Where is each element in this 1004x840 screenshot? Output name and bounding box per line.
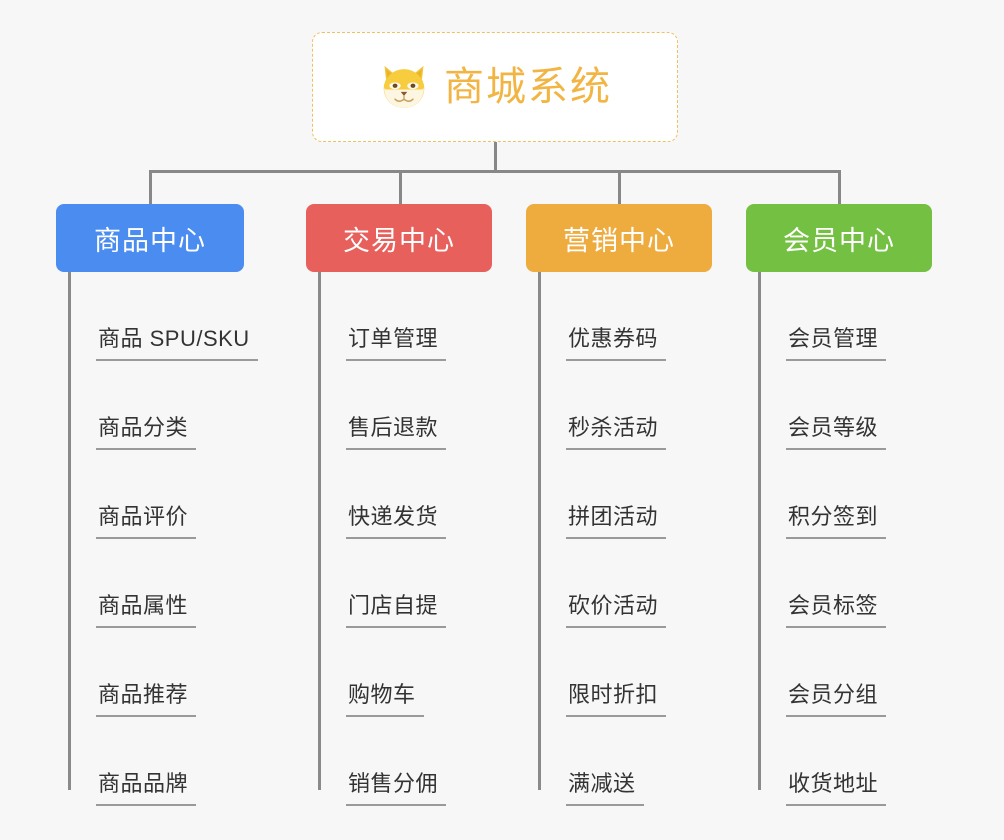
branch-member-center: 会员中心 会员管理 会员等级 积分签到 会员标签 会员分组 收货地址 [746, 204, 932, 806]
leaf-item[interactable]: 积分签到 [758, 450, 932, 539]
branch-header-0[interactable]: 商品中心 [56, 204, 244, 272]
leaf-label: 销售分佣 [346, 773, 447, 806]
leaf-label: 会员等级 [786, 417, 887, 450]
leaf-label: 售后退款 [346, 417, 447, 450]
leaf-item[interactable]: 限时折扣 [538, 628, 712, 717]
leaf-label: 会员管理 [786, 328, 887, 361]
leaf-item[interactable]: 售后退款 [318, 361, 492, 450]
connector-horizontal-bus [150, 170, 840, 173]
branch-trade-center: 交易中心 订单管理 售后退款 快递发货 门店自提 购物车 销售分佣 [306, 204, 492, 806]
branch-marketing-center: 营销中心 优惠券码 秒杀活动 拼团活动 砍价活动 限时折扣 满减送 [526, 204, 712, 806]
leaf-label: 优惠券码 [566, 328, 667, 361]
leaf-item[interactable]: 商品推荐 [68, 628, 258, 717]
leaf-item[interactable]: 商品属性 [68, 539, 258, 628]
leaf-item[interactable]: 快递发货 [318, 450, 492, 539]
leaf-item[interactable]: 商品 SPU/SKU [68, 272, 258, 361]
leaf-trunk-3 [758, 272, 761, 790]
connector-drop-1 [149, 170, 152, 206]
leaf-item[interactable]: 拼团活动 [538, 450, 712, 539]
branch-header-2[interactable]: 营销中心 [526, 204, 712, 272]
leaf-trunk-2 [538, 272, 541, 790]
leaf-label: 砍价活动 [566, 595, 667, 628]
leaf-item[interactable]: 商品品牌 [68, 717, 258, 806]
leaf-list-3: 会员管理 会员等级 积分签到 会员标签 会员分组 收货地址 [746, 272, 932, 806]
leaf-item[interactable]: 门店自提 [318, 539, 492, 628]
branch-header-1[interactable]: 交易中心 [306, 204, 492, 272]
leaf-item[interactable]: 销售分佣 [318, 717, 492, 806]
connector-drop-3 [618, 170, 621, 206]
branch-header-3[interactable]: 会员中心 [746, 204, 932, 272]
root-title: 商城系统 [444, 65, 612, 109]
leaf-trunk-0 [68, 272, 71, 790]
leaf-item[interactable]: 商品评价 [68, 450, 258, 539]
leaf-list-0: 商品 SPU/SKU 商品分类 商品评价 商品属性 商品推荐 商品品牌 [56, 272, 258, 806]
leaf-label: 商品推荐 [96, 684, 197, 717]
leaf-item[interactable]: 会员分组 [758, 628, 932, 717]
leaf-label: 会员分组 [786, 684, 887, 717]
leaf-label: 商品 SPU/SKU [96, 328, 258, 361]
leaf-item[interactable]: 购物车 [318, 628, 492, 717]
leaf-item[interactable]: 订单管理 [318, 272, 492, 361]
leaf-item[interactable]: 会员等级 [758, 361, 932, 450]
leaf-label: 会员标签 [786, 595, 887, 628]
leaf-list-1: 订单管理 售后退款 快递发货 门店自提 购物车 销售分佣 [306, 272, 492, 806]
connector-drop-4 [838, 170, 841, 206]
leaf-label: 门店自提 [346, 595, 447, 628]
leaf-item[interactable]: 优惠券码 [538, 272, 712, 361]
leaf-label: 商品评价 [96, 506, 197, 539]
leaf-label: 商品品牌 [96, 773, 197, 806]
leaf-label: 拼团活动 [566, 506, 667, 539]
leaf-item[interactable]: 会员管理 [758, 272, 932, 361]
leaf-item[interactable]: 满减送 [538, 717, 712, 806]
leaf-label: 购物车 [346, 684, 424, 717]
leaf-label: 限时折扣 [566, 684, 667, 717]
connector-drop-2 [399, 170, 402, 206]
leaf-item[interactable]: 秒杀活动 [538, 361, 712, 450]
leaf-item[interactable]: 商品分类 [68, 361, 258, 450]
leaf-trunk-1 [318, 272, 321, 790]
leaf-label: 快递发货 [346, 506, 447, 539]
branch-header-label-1: 交易中心 [343, 225, 455, 256]
leaf-label: 商品分类 [96, 417, 197, 450]
leaf-label: 满减送 [566, 773, 644, 806]
branch-header-label-2: 营销中心 [563, 225, 675, 256]
leaf-label: 订单管理 [346, 328, 447, 361]
connector-root-stem [494, 142, 497, 172]
root-node[interactable]: 商城系统 [312, 32, 678, 142]
leaf-item[interactable]: 砍价活动 [538, 539, 712, 628]
branch-header-label-3: 会员中心 [783, 225, 895, 256]
shiba-dog-emoji-icon [383, 65, 425, 109]
leaf-label: 商品属性 [96, 595, 197, 628]
leaf-label: 秒杀活动 [566, 417, 667, 450]
leaf-item[interactable]: 会员标签 [758, 539, 932, 628]
leaf-label: 收货地址 [786, 773, 887, 806]
leaf-list-2: 优惠券码 秒杀活动 拼团活动 砍价活动 限时折扣 满减送 [526, 272, 712, 806]
leaf-item[interactable]: 收货地址 [758, 717, 932, 806]
branch-product-center: 商品中心 商品 SPU/SKU 商品分类 商品评价 商品属性 商品推荐 商品品牌 [56, 204, 258, 806]
leaf-label: 积分签到 [786, 506, 887, 539]
branch-header-label-0: 商品中心 [94, 225, 206, 256]
